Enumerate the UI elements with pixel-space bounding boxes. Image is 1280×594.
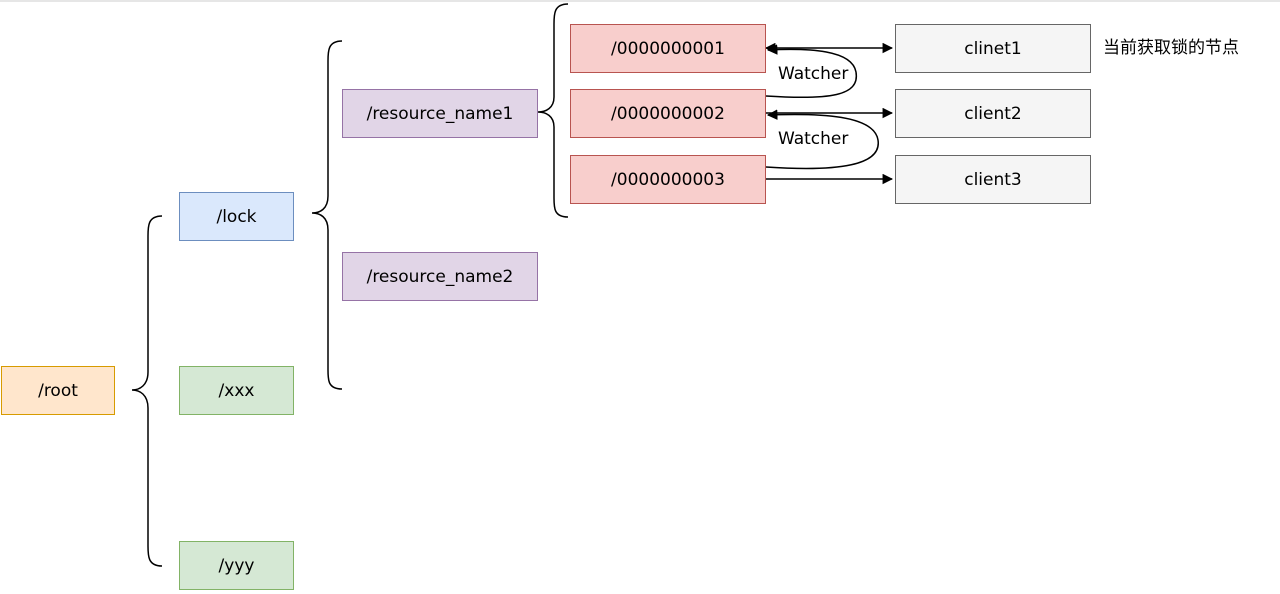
node-sequence-1: /0000000001 xyxy=(570,24,766,73)
node-sequence-3: /0000000003 xyxy=(570,155,766,204)
node-client-2: client2 xyxy=(895,89,1091,138)
node-client-3: client3 xyxy=(895,155,1091,204)
lock-children-bracket xyxy=(311,40,343,390)
resource-children-bracket xyxy=(537,3,569,218)
node-resource-name1: /resource_name1 xyxy=(342,89,538,138)
node-yyy: /yyy xyxy=(179,541,294,590)
node-root: /root xyxy=(1,366,115,415)
root-children-bracket xyxy=(131,215,163,567)
node-client-1: clinet1 xyxy=(895,24,1091,73)
node-xxx: /xxx xyxy=(179,366,294,415)
node-sequence-2: /0000000002 xyxy=(570,89,766,138)
current-lock-holder-note: 当前获取锁的节点 xyxy=(1103,38,1239,58)
watcher-curve-3-to-2 xyxy=(765,109,879,170)
watcher-label-1: Watcher xyxy=(776,64,851,84)
watcher-curve-2-to-1 xyxy=(765,44,857,99)
top-divider xyxy=(0,0,1280,2)
node-resource-name2: /resource_name2 xyxy=(342,252,538,301)
watcher-label-2: Watcher xyxy=(776,129,851,149)
node-lock: /lock xyxy=(179,192,294,241)
